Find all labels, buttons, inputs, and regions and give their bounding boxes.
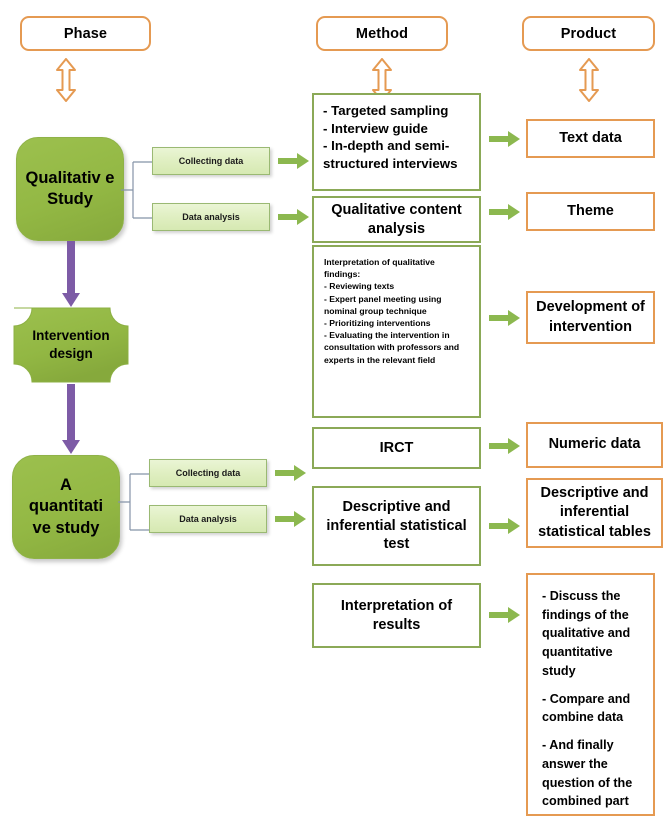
product-box-discussion: - Discuss the findings of the qualitativ… <box>526 573 655 816</box>
phase-block-quantitative-study: A quantitati ve study <box>12 455 120 559</box>
product-line-spacer <box>542 680 639 689</box>
column-header-method: Method <box>316 16 448 51</box>
phase-block-intervention-design: Intervention design <box>12 306 130 384</box>
subbox-quantitative-data-analysis-label: Data analysis <box>179 514 237 524</box>
phase-block-quantitative-study-label: A quantitati ve study <box>28 476 104 537</box>
method-box-irct: IRCT <box>312 427 481 469</box>
product-line: answer the <box>542 756 608 771</box>
method-box-interpretation-results: Interpretation of results <box>312 583 481 648</box>
product-box-text-data-label: Text data <box>559 129 622 146</box>
method-box-descriptive-inferential-test-label: Descriptive and inferential statistical … <box>326 498 467 553</box>
subbox-quantitative-collecting-data: Collecting data <box>149 459 267 487</box>
product-line: quantitative <box>542 644 613 659</box>
column-header-phase: Phase <box>20 16 151 51</box>
green-arrow-quant-analysis-to-stat-test-icon <box>275 511 306 527</box>
product-box-numeric-data: Numeric data <box>526 422 663 468</box>
product-line: - And finally <box>542 738 614 753</box>
product-line: findings of the <box>542 607 629 622</box>
double-arrow-phase-icon <box>56 58 76 102</box>
method-line: - Reviewing texts <box>324 281 395 292</box>
column-header-product-label: Product <box>560 25 617 42</box>
column-header-phase-label: Phase <box>63 25 108 42</box>
green-arrow-quant-collecting-to-irct-icon <box>275 465 306 481</box>
product-box-theme-label: Theme <box>567 202 614 219</box>
product-box-theme: Theme <box>526 192 655 231</box>
product-line: qualitative and <box>542 626 631 641</box>
double-arrow-product-icon <box>579 58 599 102</box>
column-header-product: Product <box>522 16 655 51</box>
green-arrow-interpretation-results-to-discussion-icon <box>489 607 520 623</box>
green-arrow-analysis-to-content-analysis-icon <box>278 209 309 225</box>
product-line: combined part <box>542 794 629 809</box>
green-arrow-collecting-to-qual-collection-icon <box>278 153 309 169</box>
phase-block-qualitative-study-label: Qualitativ e Study <box>25 168 115 208</box>
product-box-text-data: Text data <box>526 119 655 158</box>
green-arrow-interpretation-to-development-icon <box>489 310 520 326</box>
product-box-stat-tables-label: Descriptive and inferential statistical … <box>538 485 651 540</box>
subbox-qualitative-data-analysis: Data analysis <box>152 203 270 231</box>
plaque-shape <box>13 307 129 383</box>
product-box-development-intervention: Development of intervention <box>526 291 655 344</box>
green-arrow-stat-test-to-stat-tables-icon <box>489 518 520 534</box>
method-line: experts in the relevant field <box>324 354 436 365</box>
product-box-numeric-data-label: Numeric data <box>548 436 641 453</box>
purple-arrow-qualitative-to-intervention-icon <box>62 241 80 307</box>
method-line: consultation with professors and <box>324 342 460 353</box>
product-box-stat-tables: Descriptive and inferential statistical … <box>526 478 663 548</box>
purple-arrow-intervention-to-quantitative-icon <box>62 384 80 454</box>
method-line: - Targeted sampling <box>323 103 449 118</box>
product-line: combine data <box>542 710 624 725</box>
product-line: question of the <box>542 775 633 790</box>
method-box-qual-collection: - Targeted sampling - Interview guide - … <box>312 93 481 191</box>
green-arrow-qual-collection-to-text-data-icon <box>489 131 520 147</box>
product-box-development-intervention-label: Development of intervention <box>536 299 645 335</box>
green-arrow-content-analysis-to-theme-icon <box>489 204 520 220</box>
phase-block-qualitative-study: Qualitativ e Study <box>16 137 124 241</box>
method-line: Interpretation of qualitative <box>324 257 435 267</box>
bracket-connector-qualitative <box>121 161 154 219</box>
product-line-spacer <box>542 727 639 736</box>
method-box-descriptive-inferential-test: Descriptive and inferential statistical … <box>312 486 481 566</box>
method-line: - Prioritizing interventions <box>324 318 431 329</box>
product-line: - Discuss the <box>542 589 621 603</box>
method-box-qual-content-analysis: Qualitative content analysis <box>312 196 481 243</box>
subbox-quantitative-data-analysis: Data analysis <box>149 505 267 533</box>
column-header-method-label: Method <box>355 25 409 42</box>
method-box-interpretation-qualitative: Interpretation of qualitative findings: … <box>312 245 481 418</box>
method-line: findings: <box>324 269 361 280</box>
method-line: - Evaluating the intervention in <box>324 330 450 341</box>
method-line: nominal group technique <box>324 305 427 316</box>
bracket-connector-quantitative <box>118 473 151 531</box>
product-line: - Compare and <box>542 691 631 706</box>
method-box-interpretation-results-label: Interpretation of results <box>340 597 453 633</box>
method-line: - Interview guide <box>323 120 428 136</box>
product-line: study <box>542 663 576 678</box>
method-line: - Expert panel meeting using <box>324 293 442 304</box>
method-line: structured interviews <box>323 156 458 172</box>
subbox-qualitative-data-analysis-label: Data analysis <box>182 212 240 222</box>
method-box-qual-content-analysis-label: Qualitative content analysis <box>331 201 462 237</box>
method-box-irct-label: IRCT <box>379 439 414 456</box>
subbox-qualitative-collecting-data-label: Collecting data <box>178 156 244 166</box>
subbox-quantitative-collecting-data-label: Collecting data <box>175 468 241 478</box>
green-arrow-irct-to-numeric-data-icon <box>489 438 520 454</box>
method-line: - In-depth and semi- <box>323 138 450 154</box>
subbox-qualitative-collecting-data: Collecting data <box>152 147 270 175</box>
